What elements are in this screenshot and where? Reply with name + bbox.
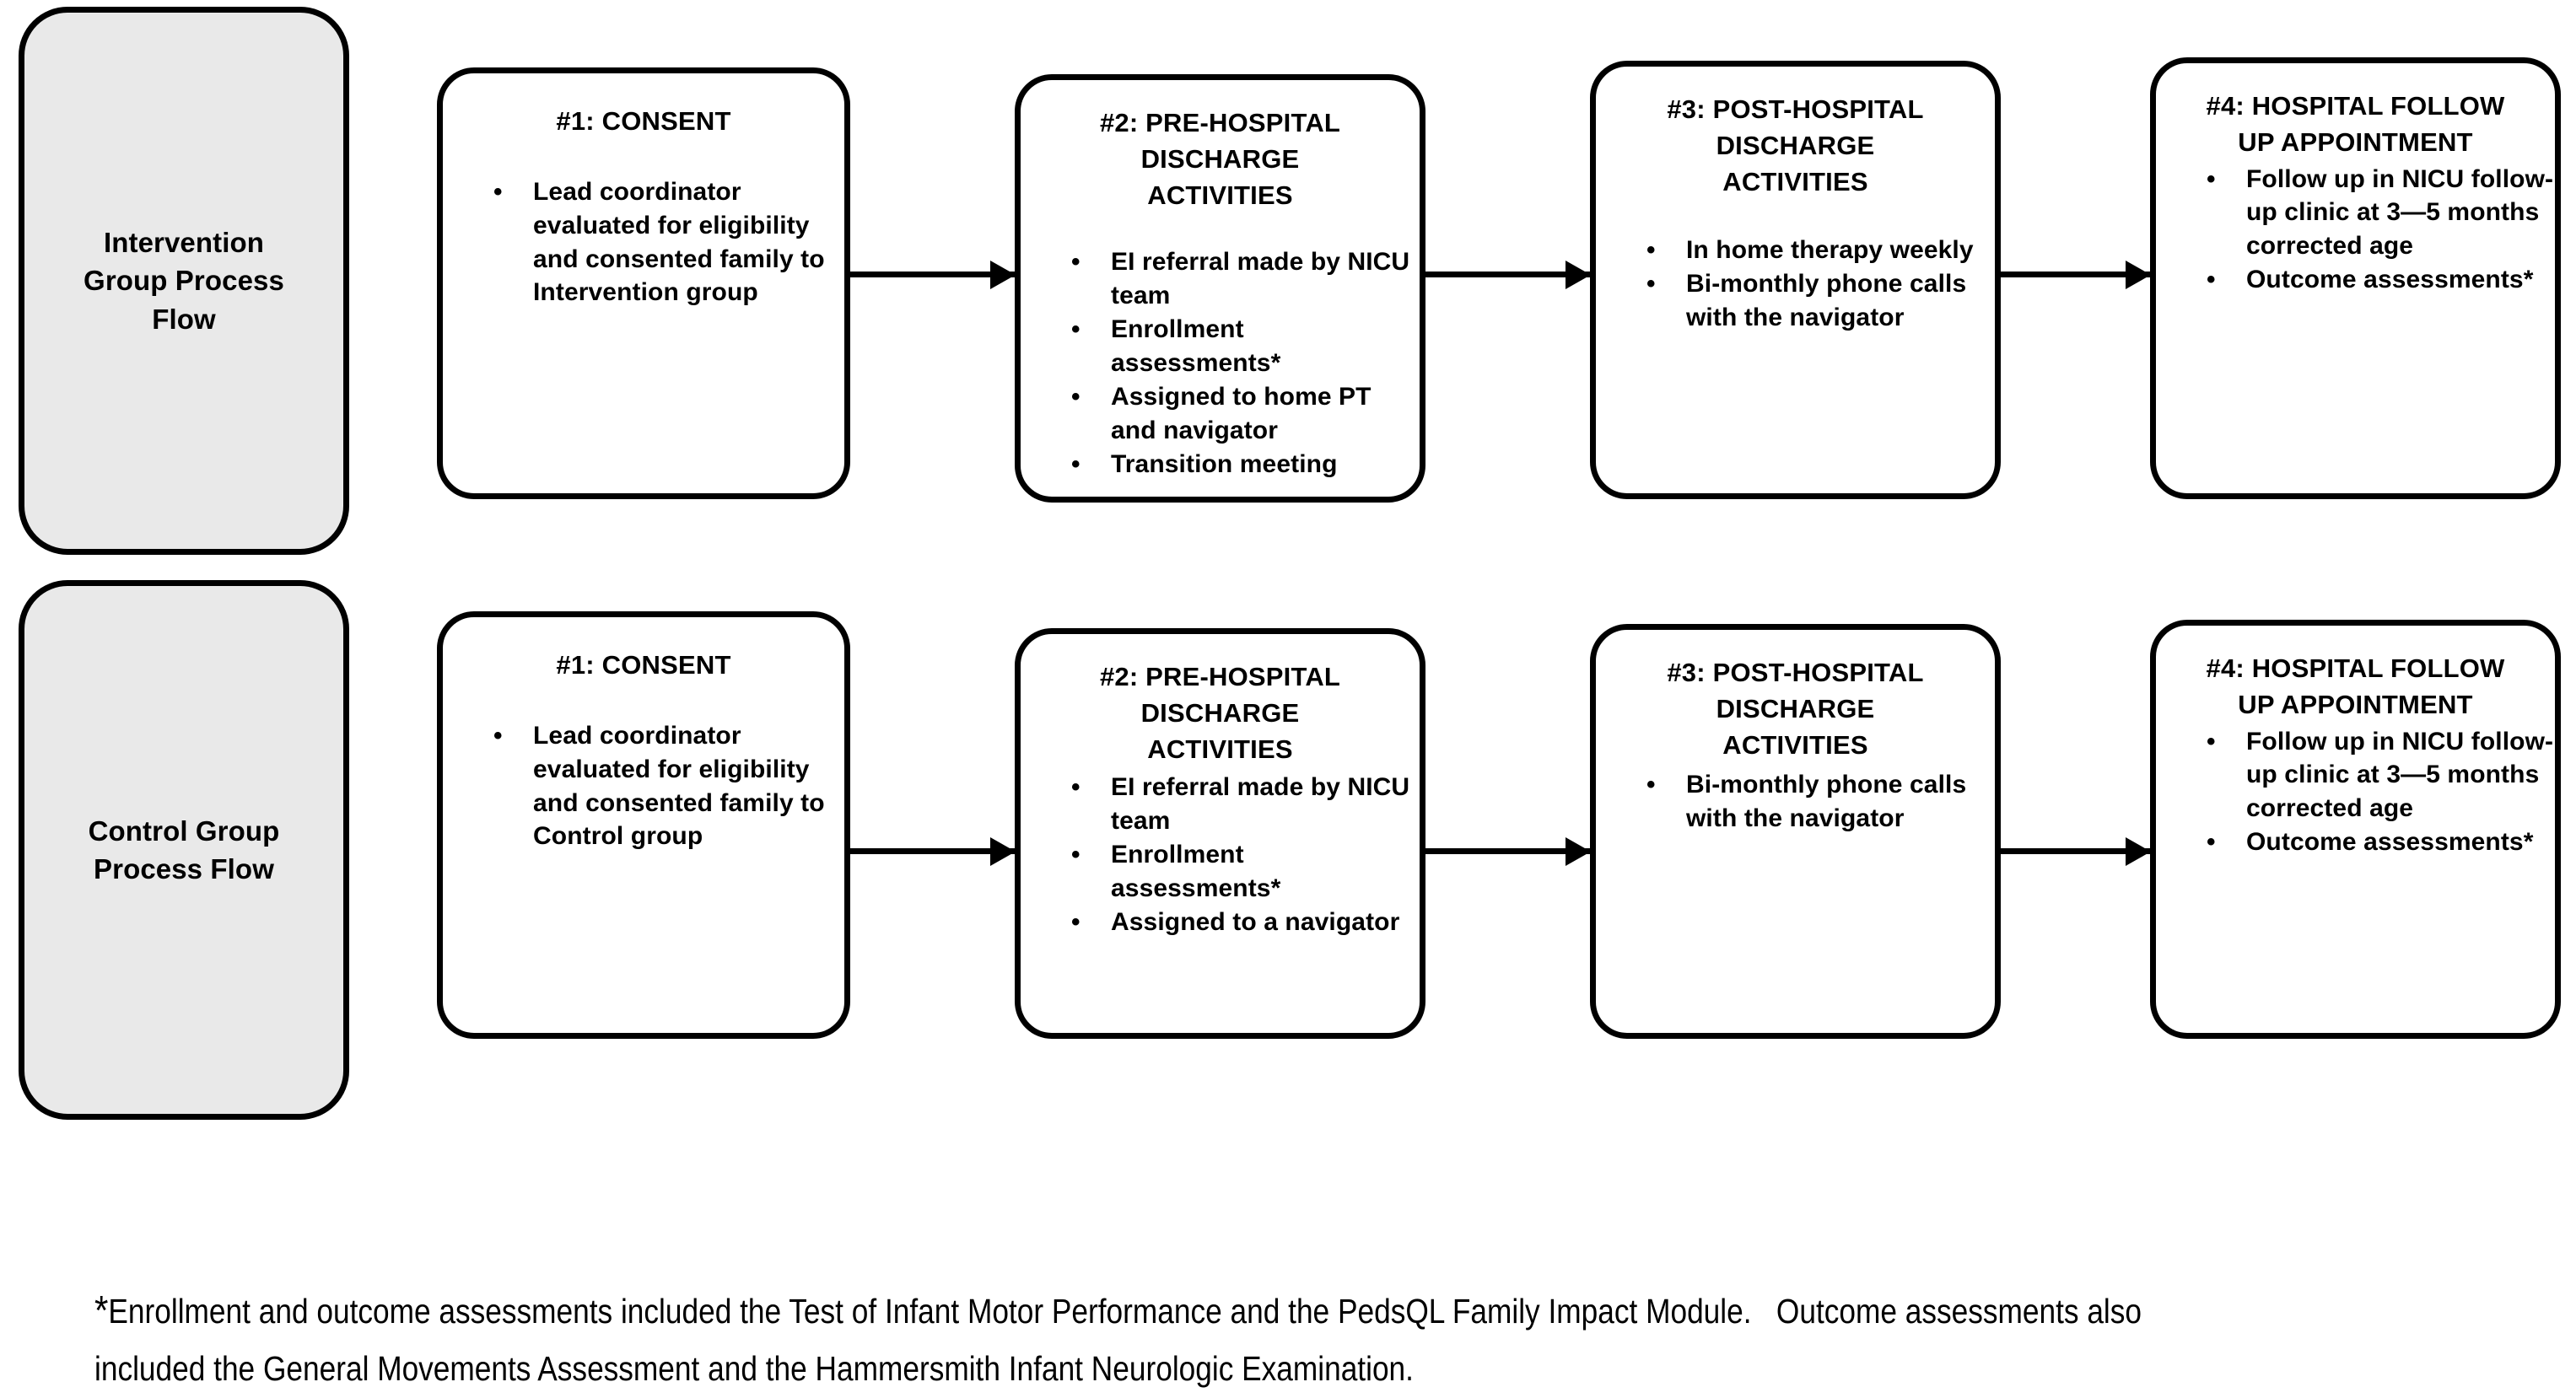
bullet-icon: •	[1071, 315, 1081, 344]
step-bullets-control-pre-hospital-discharge: •EI referral made by NICU team •Enrollme…	[1021, 771, 1420, 938]
step-bullets-control-post-hospital-discharge: •Bi-monthly phone calls with the navigat…	[1596, 768, 1995, 836]
step-title-intervention-post-hospital-discharge: #3: POST-HOSPITAL DISCHARGE ACTIVITIES	[1667, 94, 1924, 196]
step-bullets-intervention-pre-hospital-discharge: •EI referral made by NICU team •Enrollme…	[1021, 245, 1420, 481]
list-item: •Enrollment assessments*	[1021, 838, 1420, 906]
step-box-control-consent: #1: CONSENT •Lead coordinator evaluated …	[437, 611, 850, 1039]
arrow-intervention-2-to-3	[1425, 272, 1590, 277]
step-bullets-intervention-consent: •Lead coordinator evaluated for eligibil…	[443, 175, 844, 310]
bullet-icon: •	[1071, 248, 1081, 277]
step-title-control-post-hospital-discharge: #3: POST-HOSPITAL DISCHARGE ACTIVITIES	[1667, 658, 1924, 760]
step-title-intervention-consent: #1: CONSENT	[556, 106, 731, 136]
bullet-icon: •	[1646, 236, 1656, 265]
bullet-icon: •	[1071, 907, 1081, 936]
step-box-control-post-hospital-discharge: #3: POST-HOSPITAL DISCHARGE ACTIVITIES •…	[1590, 624, 2001, 1039]
list-item: •Outcome assessments*	[2156, 825, 2555, 859]
bullet-icon: •	[2207, 266, 2216, 294]
bullet-icon: •	[1071, 449, 1081, 478]
list-item: •Bi-monthly phone calls with the navigat…	[1596, 768, 1995, 836]
step-title-intervention-pre-hospital-discharge: #2: PRE-HOSPITAL DISCHARGE ACTIVITIES	[1099, 108, 1341, 210]
list-item: •Enrollment assessments*	[1021, 313, 1420, 380]
arrow-control-2-to-3	[1425, 848, 1590, 854]
bullet-icon: •	[2207, 727, 2216, 755]
list-item: •Transition meeting	[1021, 448, 1420, 481]
bullet-icon: •	[1071, 382, 1081, 411]
bullet-icon: •	[1646, 270, 1656, 298]
bullet-icon: •	[2207, 164, 2216, 193]
list-item: •Lead coordinator evaluated for eligibil…	[443, 719, 844, 854]
bullet-icon: •	[2207, 828, 2216, 857]
list-item: •Follow up in NICU follow-up clinic at 3…	[2156, 725, 2555, 826]
list-item: •Follow up in NICU follow-up clinic at 3…	[2156, 163, 2555, 264]
bullet-icon: •	[1071, 841, 1081, 869]
step-box-intervention-post-hospital-discharge: #3: POST-HOSPITAL DISCHARGE ACTIVITIES •…	[1590, 61, 2001, 499]
bullet-icon: •	[493, 177, 503, 206]
list-item: •EI referral made by NICU team	[1021, 245, 1420, 313]
group-label-intervention: Intervention Group Process Flow	[84, 227, 284, 335]
step-title-control-consent: #1: CONSENT	[556, 650, 731, 680]
footnote: *Enrollment and outcome assessments incl…	[94, 1280, 2198, 1395]
step-box-control-pre-hospital-discharge: #2: PRE-HOSPITAL DISCHARGE ACTIVITIES •E…	[1015, 628, 1425, 1039]
arrow-control-1-to-2	[850, 848, 1015, 854]
footnote-marker: *	[94, 1288, 109, 1334]
arrow-intervention-1-to-2	[850, 272, 1015, 277]
list-item: • Assigned to a navigator	[1021, 906, 1420, 939]
group-label-control: Control Group Process Flow	[88, 815, 280, 885]
step-bullets-control-consent: •Lead coordinator evaluated for eligibil…	[443, 719, 844, 854]
group-box-control: Control Group Process Flow	[19, 580, 349, 1120]
step-title-intervention-hospital-follow-up: #4: HOSPITAL FOLLOW UP APPOINTMENT	[2206, 91, 2505, 157]
list-item: •EI referral made by NICU team	[1021, 771, 1420, 838]
arrow-control-3-to-4	[2001, 848, 2150, 854]
step-title-control-pre-hospital-discharge: #2: PRE-HOSPITAL DISCHARGE ACTIVITIES	[1099, 662, 1341, 764]
step-title-control-hospital-follow-up: #4: HOSPITAL FOLLOW UP APPOINTMENT	[2206, 653, 2505, 719]
list-item: •Outcome assessments*	[2156, 263, 2555, 297]
step-bullets-control-hospital-follow-up: •Follow up in NICU follow-up clinic at 3…	[2156, 725, 2555, 860]
footnote-text: Enrollment and outcome assessments inclu…	[94, 1292, 2150, 1389]
step-bullets-intervention-post-hospital-discharge: •In home therapy weekly •Bi-monthly phon…	[1596, 234, 1995, 335]
bullet-icon: •	[1646, 771, 1656, 799]
step-box-intervention-hospital-follow-up: #4: HOSPITAL FOLLOW UP APPOINTMENT •Foll…	[2150, 57, 2561, 499]
bullet-icon: •	[493, 721, 503, 750]
step-box-intervention-pre-hospital-discharge: #2: PRE-HOSPITAL DISCHARGE ACTIVITIES •E…	[1015, 74, 1425, 503]
list-item: •Assigned to home PT and navigator	[1021, 380, 1420, 448]
list-item: •Lead coordinator evaluated for eligibil…	[443, 175, 844, 310]
arrow-intervention-3-to-4	[2001, 272, 2150, 277]
group-box-intervention: Intervention Group Process Flow	[19, 7, 349, 555]
step-bullets-intervention-hospital-follow-up: •Follow up in NICU follow-up clinic at 3…	[2156, 163, 2555, 298]
bullet-icon: •	[1071, 773, 1081, 802]
step-box-control-hospital-follow-up: #4: HOSPITAL FOLLOW UP APPOINTMENT •Foll…	[2150, 620, 2561, 1039]
list-item: •In home therapy weekly	[1596, 234, 1995, 267]
list-item: •Bi-monthly phone calls with the navigat…	[1596, 267, 1995, 335]
step-box-intervention-consent: #1: CONSENT •Lead coordinator evaluated …	[437, 67, 850, 499]
